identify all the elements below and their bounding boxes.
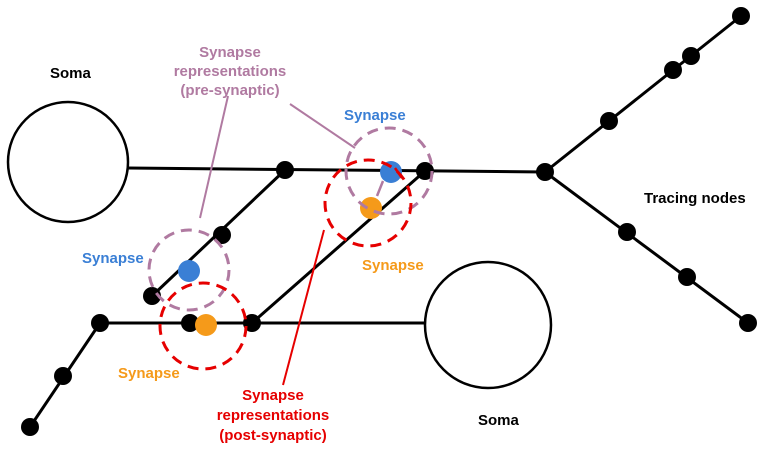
tracing-nodes [21,7,757,436]
tracing-node [682,47,700,65]
tracing-node [536,163,554,181]
post-caption-line: representations [217,407,330,424]
pre-callout-line-left [199,95,229,219]
post-synaptic-ring-bottom [158,281,248,371]
label-synapse-blue-left: Synapse [82,250,144,267]
tracing-node [21,418,39,436]
tracing-node [213,226,231,244]
synapse-blue-top [380,161,402,183]
post-callout-line [282,229,325,386]
tracing-node [181,314,199,332]
label-synapse-orange-bottom: Synapse [118,365,180,382]
tracing-node [416,162,434,180]
pre-post-link-top [375,180,385,197]
tracing-node [54,367,72,385]
post-synaptic-ring-right [323,158,413,248]
label-synapse-orange-right: Synapse [362,257,424,274]
label-soma-right: Soma [478,412,520,429]
post-link-top [393,167,404,179]
soma-left [6,100,130,224]
tracing-edges [28,14,749,428]
label-tracing-nodes: Tracing nodes [644,190,746,207]
tracing-node [618,223,636,241]
tracing-node [243,314,261,332]
label-soma-left: Soma [50,65,92,82]
pre-synaptic-caption: Synapse representations (pre-synaptic) [174,44,287,99]
label-synapse-blue-top: Synapse [344,107,406,124]
synapse-orange-right [360,197,382,219]
soma-right [423,260,553,390]
pre-synaptic-ring-left [147,228,231,312]
pre-caption-line: representations [174,63,287,80]
post-synaptic-caption: Synapse representations (post-synaptic) [217,387,330,444]
synapse-blue-left [178,260,200,282]
tracing-node [678,268,696,286]
tracing-node [276,161,294,179]
tracing-node [739,314,757,332]
tracing-node [600,112,618,130]
post-caption-line: Synapse [242,387,304,404]
tracing-node [664,61,682,79]
tracing-node [732,7,750,25]
synapse-orange-bottom [195,314,217,336]
post-caption-line: (post-synaptic) [219,427,327,444]
pre-synaptic-ring-top [344,126,434,216]
tracing-node [143,287,161,305]
pre-caption-line: Synapse [199,44,261,61]
pre-caption-line: (pre-synaptic) [180,82,279,99]
pre-callout-line-right [289,103,356,149]
tracing-node [91,314,109,332]
